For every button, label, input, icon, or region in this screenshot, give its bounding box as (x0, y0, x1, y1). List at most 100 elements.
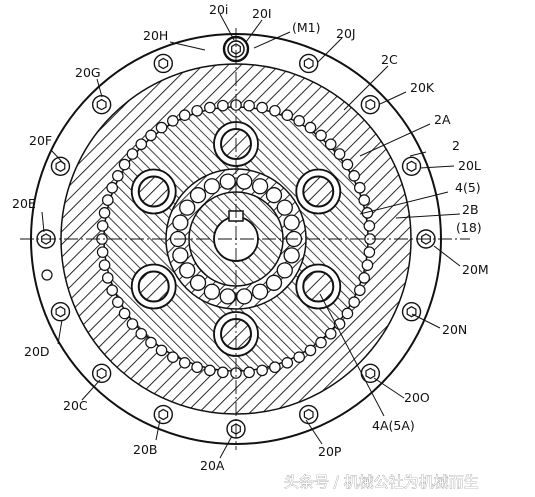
pin-roller (256, 101, 268, 114)
pin-roller (112, 296, 124, 308)
pin-roller (106, 284, 119, 297)
pin-roller (361, 259, 374, 271)
label-20L: 20L (458, 158, 481, 173)
label-20A: 20A (200, 458, 225, 473)
hex-socket-icon (365, 98, 376, 111)
pin-roller (145, 336, 157, 349)
pin-roller (315, 336, 327, 349)
pin-roller (348, 296, 360, 308)
label-2B: 2B (462, 202, 479, 217)
callout-labels: 20i 20I (M1) 20H 20J 2C 20G 20K 2A 2 20F… (12, 2, 489, 473)
pin-roller (101, 272, 114, 284)
pin-roller (256, 364, 268, 377)
pin-roller (348, 170, 360, 182)
pin-roller (178, 109, 191, 122)
pin-roller (363, 246, 376, 258)
pin-roller (353, 181, 366, 194)
needle-roller (189, 187, 207, 204)
pin-roller (96, 246, 109, 258)
pin-roller (341, 307, 354, 320)
pin-roller (324, 327, 337, 340)
pin-roller (98, 207, 111, 219)
pin-roller (358, 194, 371, 206)
crank-pin (137, 175, 170, 208)
watermark-text: 头条号 / 机械公社为机械而生 (284, 473, 479, 491)
needle-roller (283, 247, 300, 264)
pin-roller (118, 307, 131, 320)
pin-roller (269, 361, 281, 374)
pin-roller (191, 104, 203, 117)
pin-roller (106, 181, 119, 194)
label-20C: 20C (63, 398, 88, 413)
pin-roller (98, 259, 111, 271)
label-4A-5A: 4A(5A) (372, 418, 415, 433)
hex-socket-icon (96, 98, 107, 111)
pin-roller (101, 194, 114, 206)
needle-roller (179, 199, 196, 216)
hex-socket-icon (96, 367, 107, 380)
pin-roller (281, 356, 294, 369)
label-20N: 20N (442, 322, 467, 337)
hex-socket-icon (406, 306, 417, 318)
needle-roller (172, 247, 189, 264)
pin-roller (353, 284, 366, 297)
pin-roller (341, 158, 354, 171)
leader-lines (41, 13, 461, 459)
pin-roller (155, 344, 168, 357)
label-20P: 20P (318, 444, 342, 459)
pin-roller (112, 170, 124, 182)
label-20G: 20G (75, 65, 101, 80)
crank-pin (302, 270, 335, 303)
pin-roller (217, 99, 229, 112)
pin-roller (363, 220, 376, 232)
needle-roller (265, 274, 283, 291)
pin-roller (361, 207, 374, 219)
pin-roller (96, 220, 109, 232)
pin-roller (126, 148, 139, 160)
needle-roller (179, 262, 196, 279)
label-20E: 20E (12, 196, 36, 211)
pin-roller (293, 351, 305, 363)
hex-socket-icon (55, 160, 66, 172)
label-2A: 2A (434, 112, 451, 127)
label-20M: 20M (462, 262, 489, 277)
hex-socket-icon (158, 57, 169, 70)
pin-roller (324, 138, 337, 151)
pin-roller (145, 129, 157, 142)
needle-roller (172, 214, 189, 231)
pin-roller (126, 318, 139, 330)
needle-roller (276, 199, 293, 216)
label-4-5: 4(5) (455, 180, 481, 195)
label-18: (18) (456, 220, 482, 235)
pin-roller (243, 99, 255, 112)
pin-hole (41, 269, 53, 281)
hex-socket-icon (303, 57, 314, 70)
hex-socket-icon (406, 160, 417, 172)
needle-roller (251, 178, 269, 195)
outer-pin-ring (96, 99, 376, 379)
center-roller-ring (169, 173, 303, 305)
pin-roller (135, 327, 148, 340)
pin-roller (178, 356, 191, 369)
needle-roller (283, 214, 300, 231)
label-20H: 20H (143, 28, 168, 43)
label-2: 2 (452, 138, 460, 153)
needle-roller (236, 288, 253, 305)
needle-roller (236, 173, 253, 190)
label-20i: 20i (209, 2, 228, 17)
label-m1: (M1) (292, 20, 321, 35)
pin-roller (118, 158, 131, 171)
pin-roller (155, 121, 168, 134)
crank-pin (302, 175, 335, 208)
pin-roller (243, 366, 255, 379)
needle-roller (265, 187, 283, 204)
pin-roller (191, 361, 203, 374)
hex-socket-icon (365, 367, 376, 380)
pin-roller (333, 148, 346, 160)
needle-roller (219, 288, 236, 305)
hex-socket-icon (303, 408, 314, 421)
pin-roller (167, 351, 179, 363)
label-20I: 20I (252, 6, 272, 21)
label-20D: 20D (24, 344, 50, 359)
